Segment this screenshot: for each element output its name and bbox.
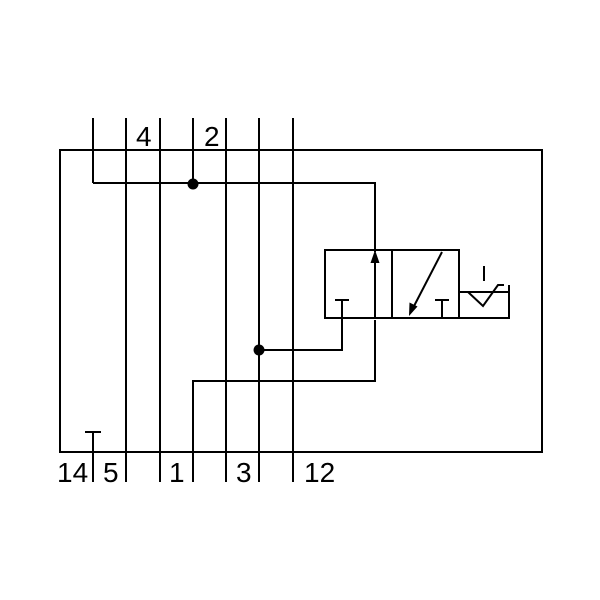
port-label-3: 3 xyxy=(236,457,252,488)
supply-branch-line xyxy=(93,182,376,252)
spring-icon xyxy=(467,284,504,308)
port-label-12: 12 xyxy=(304,457,335,488)
arrow-head-diagonal xyxy=(409,302,418,316)
arrow-head-up xyxy=(370,250,380,263)
port-1-line xyxy=(192,320,376,482)
port-label-1: 1 xyxy=(169,457,185,488)
housing-box xyxy=(59,149,543,453)
port-label-2: 2 xyxy=(204,121,220,152)
valve-position-right xyxy=(391,249,460,319)
junction-dot-mid xyxy=(253,344,265,356)
valve-flow-arrow-right xyxy=(412,251,443,309)
port-label-14: 14 xyxy=(57,457,88,488)
port-label-4: 4 xyxy=(136,121,152,152)
junction-dot-top xyxy=(187,178,199,190)
valve-position-left xyxy=(324,249,393,319)
port-label-5: 5 xyxy=(103,457,119,488)
port-3-line xyxy=(259,300,343,351)
